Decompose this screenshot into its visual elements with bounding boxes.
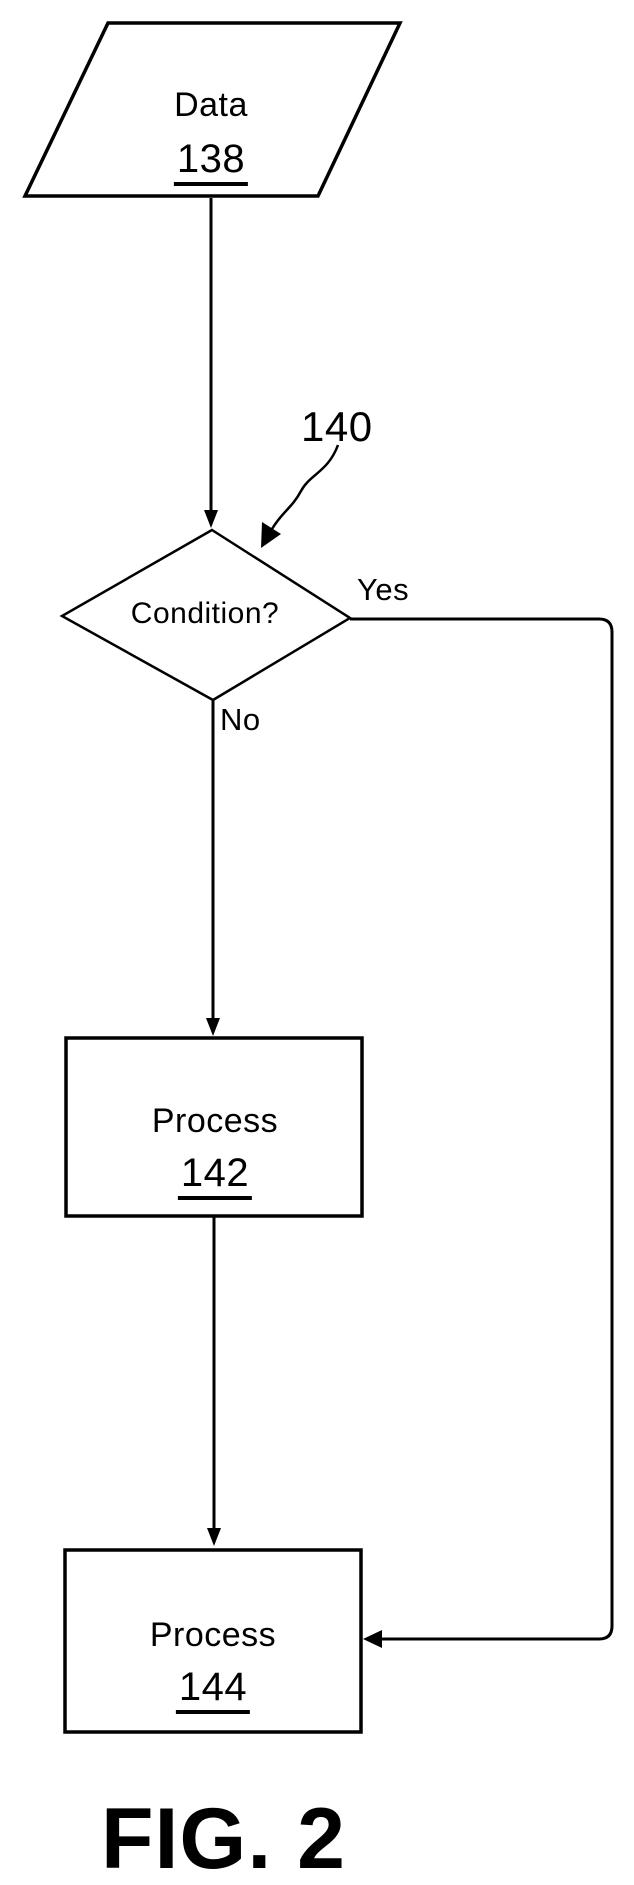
arrowhead-into-process-144-top [207, 1528, 221, 1546]
connector-yes-branch [350, 617, 614, 1641]
process-142-ref: 142 [177, 1153, 253, 1200]
process-144-label: Process [149, 1616, 277, 1654]
figure-caption: FIG. 2 [101, 1791, 346, 1885]
data-parallelogram-shape [22, 21, 403, 198]
yes-branch-label: Yes [357, 572, 410, 607]
decision-ref-callout: 140 [301, 403, 373, 450]
process-144-rectangle-shape [63, 1548, 363, 1734]
process-144-ref: 144 [175, 1667, 251, 1714]
arrowhead-into-process-142 [206, 1018, 220, 1036]
data-node-ref: 138 [173, 139, 249, 186]
data-node-label: Data [174, 86, 248, 124]
decision-label: Condition? [130, 597, 280, 630]
ref-140-leader-line [270, 444, 340, 530]
arrowhead-into-process-144 [363, 1630, 382, 1648]
ref-140-arrowhead [261, 522, 281, 548]
arrowhead-into-decision [204, 510, 218, 528]
no-branch-label: No [220, 702, 261, 737]
process-142-rectangle-shape [64, 1036, 364, 1218]
process-142-label: Process [151, 1102, 279, 1140]
